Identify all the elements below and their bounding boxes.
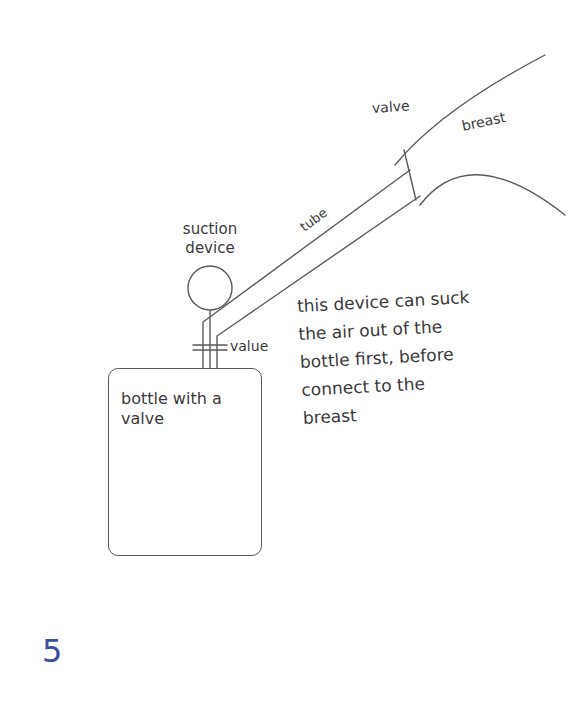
note-text: this device can suck the air out of the … bbox=[296, 283, 483, 432]
valve-label: valve bbox=[371, 97, 410, 116]
breast-outline bbox=[420, 175, 565, 215]
page-number: 5 bbox=[42, 632, 62, 670]
circle-outline bbox=[188, 266, 232, 310]
breast-label: breast bbox=[460, 109, 507, 134]
valve-mark bbox=[404, 150, 416, 200]
valve-label: value bbox=[230, 338, 268, 354]
suction-device-circle: suction device bbox=[172, 220, 248, 311]
suction-pipe bbox=[209, 311, 210, 369]
breast-outline bbox=[395, 55, 545, 165]
device-heading: suction device bbox=[172, 220, 248, 258]
circle-outline bbox=[186, 264, 234, 312]
bottle-box: bottle with a valve bbox=[108, 368, 262, 556]
box-text: bottle with a valve bbox=[109, 369, 253, 433]
